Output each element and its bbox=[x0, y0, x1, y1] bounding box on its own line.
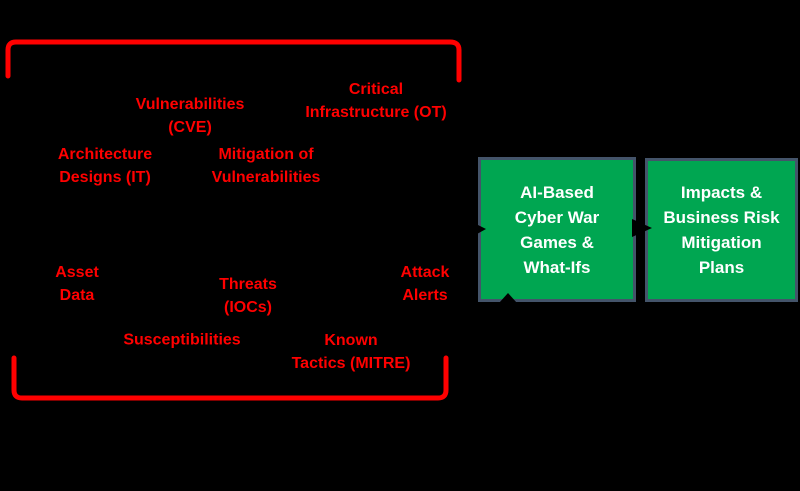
label-known-tactics-mitre: Known Tactics (MITRE) bbox=[291, 332, 411, 372]
label-asset-data: Asset Data bbox=[55, 264, 99, 304]
label-architecture-designs-it: Architecture Designs (IT) bbox=[57, 146, 153, 186]
label-critical-infrastructure-ot: Critical Infrastructure (OT) bbox=[305, 81, 447, 121]
impacts-business-risk-box-label: Impacts & Business Risk Mitigation Plans bbox=[663, 183, 780, 277]
label-attack-alerts: Attack Alerts bbox=[400, 264, 450, 304]
impacts-business-risk-box: Impacts & Business Risk Mitigation Plans bbox=[645, 158, 798, 302]
label-threats-iocs: Threats (IOCs) bbox=[219, 276, 277, 316]
label-susceptibilities: Susceptibilities bbox=[123, 331, 241, 349]
label-vulnerabilities-cve: Vulnerabilities (CVE) bbox=[135, 96, 245, 136]
ai-cyber-war-games-box-label: AI-Based Cyber War Games & What-Ifs bbox=[514, 182, 600, 277]
ai-cyber-war-games-box: AI-Based Cyber War Games & What-Ifs bbox=[478, 157, 636, 302]
label-mitigation-of-vulnerabilities: Mitigation of Vulnerabilities bbox=[211, 146, 321, 186]
